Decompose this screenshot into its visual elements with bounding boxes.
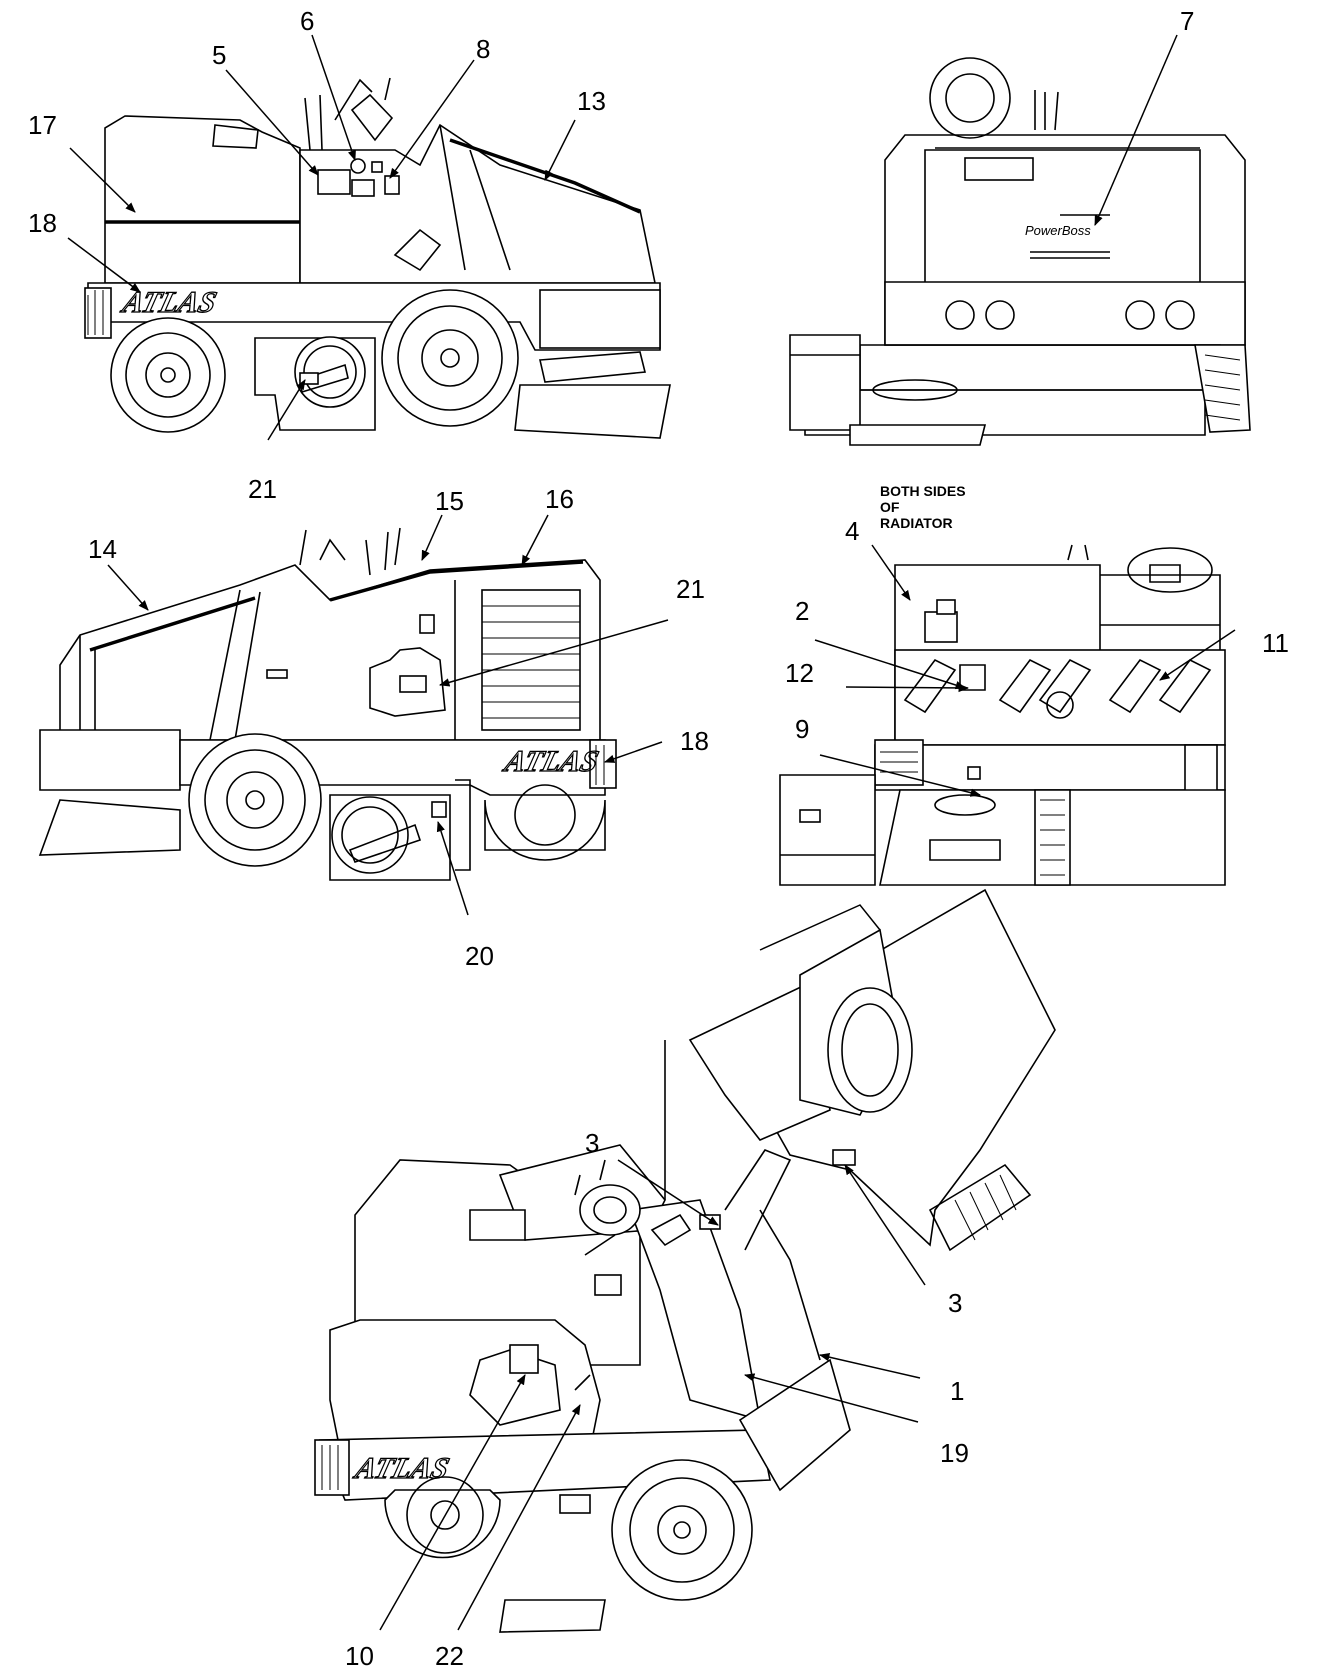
callout-8: 8 bbox=[476, 34, 490, 64]
callout-2: 2 bbox=[795, 596, 809, 626]
callout-10: 10 bbox=[345, 1641, 374, 1669]
callout-1: 1 bbox=[950, 1376, 964, 1406]
radiator-note-line3: RADIATOR bbox=[880, 515, 953, 531]
callout-18-right: 18 bbox=[680, 726, 709, 756]
callout-14: 14 bbox=[88, 534, 117, 564]
powerboss-logo: PowerBoss bbox=[1025, 223, 1091, 238]
isometric-view bbox=[314, 888, 1056, 1633]
callout-20: 20 bbox=[465, 941, 494, 971]
left-side-view bbox=[84, 77, 671, 439]
callout-7: 7 bbox=[1180, 6, 1194, 36]
radiator-note-line1: BOTH SIDES bbox=[880, 483, 966, 499]
callout-17: 17 bbox=[28, 110, 57, 140]
callout-21-right: 21 bbox=[676, 574, 705, 604]
leader-lines bbox=[67, 34, 1236, 1631]
atlas-logo-iso: ATLAS bbox=[350, 1451, 453, 1484]
callout-6: 6 bbox=[300, 6, 314, 36]
callout-4: 4 bbox=[845, 516, 859, 546]
callout-11: 11 bbox=[1262, 628, 1289, 658]
callout-13: 13 bbox=[577, 86, 606, 116]
callout-12: 12 bbox=[785, 658, 814, 688]
radiator-note-line2: OF bbox=[880, 499, 900, 515]
callout-3-top: 3 bbox=[585, 1128, 599, 1158]
callout-16: 16 bbox=[545, 484, 574, 514]
right-side-view bbox=[38, 527, 617, 881]
callout-18-left: 18 bbox=[28, 208, 57, 238]
callout-3-bottom: 3 bbox=[948, 1288, 962, 1318]
callout-9: 9 bbox=[795, 714, 809, 744]
callout-19: 19 bbox=[940, 1438, 969, 1468]
front-view bbox=[779, 544, 1226, 886]
callout-15: 15 bbox=[435, 486, 464, 516]
callout-21-left: 21 bbox=[248, 474, 277, 504]
atlas-logo-left: ATLAS bbox=[118, 285, 221, 318]
callout-5: 5 bbox=[212, 40, 226, 70]
rear-view bbox=[789, 57, 1251, 446]
atlas-logo-right: ATLAS bbox=[500, 744, 603, 777]
callout-22: 22 bbox=[435, 1641, 464, 1669]
